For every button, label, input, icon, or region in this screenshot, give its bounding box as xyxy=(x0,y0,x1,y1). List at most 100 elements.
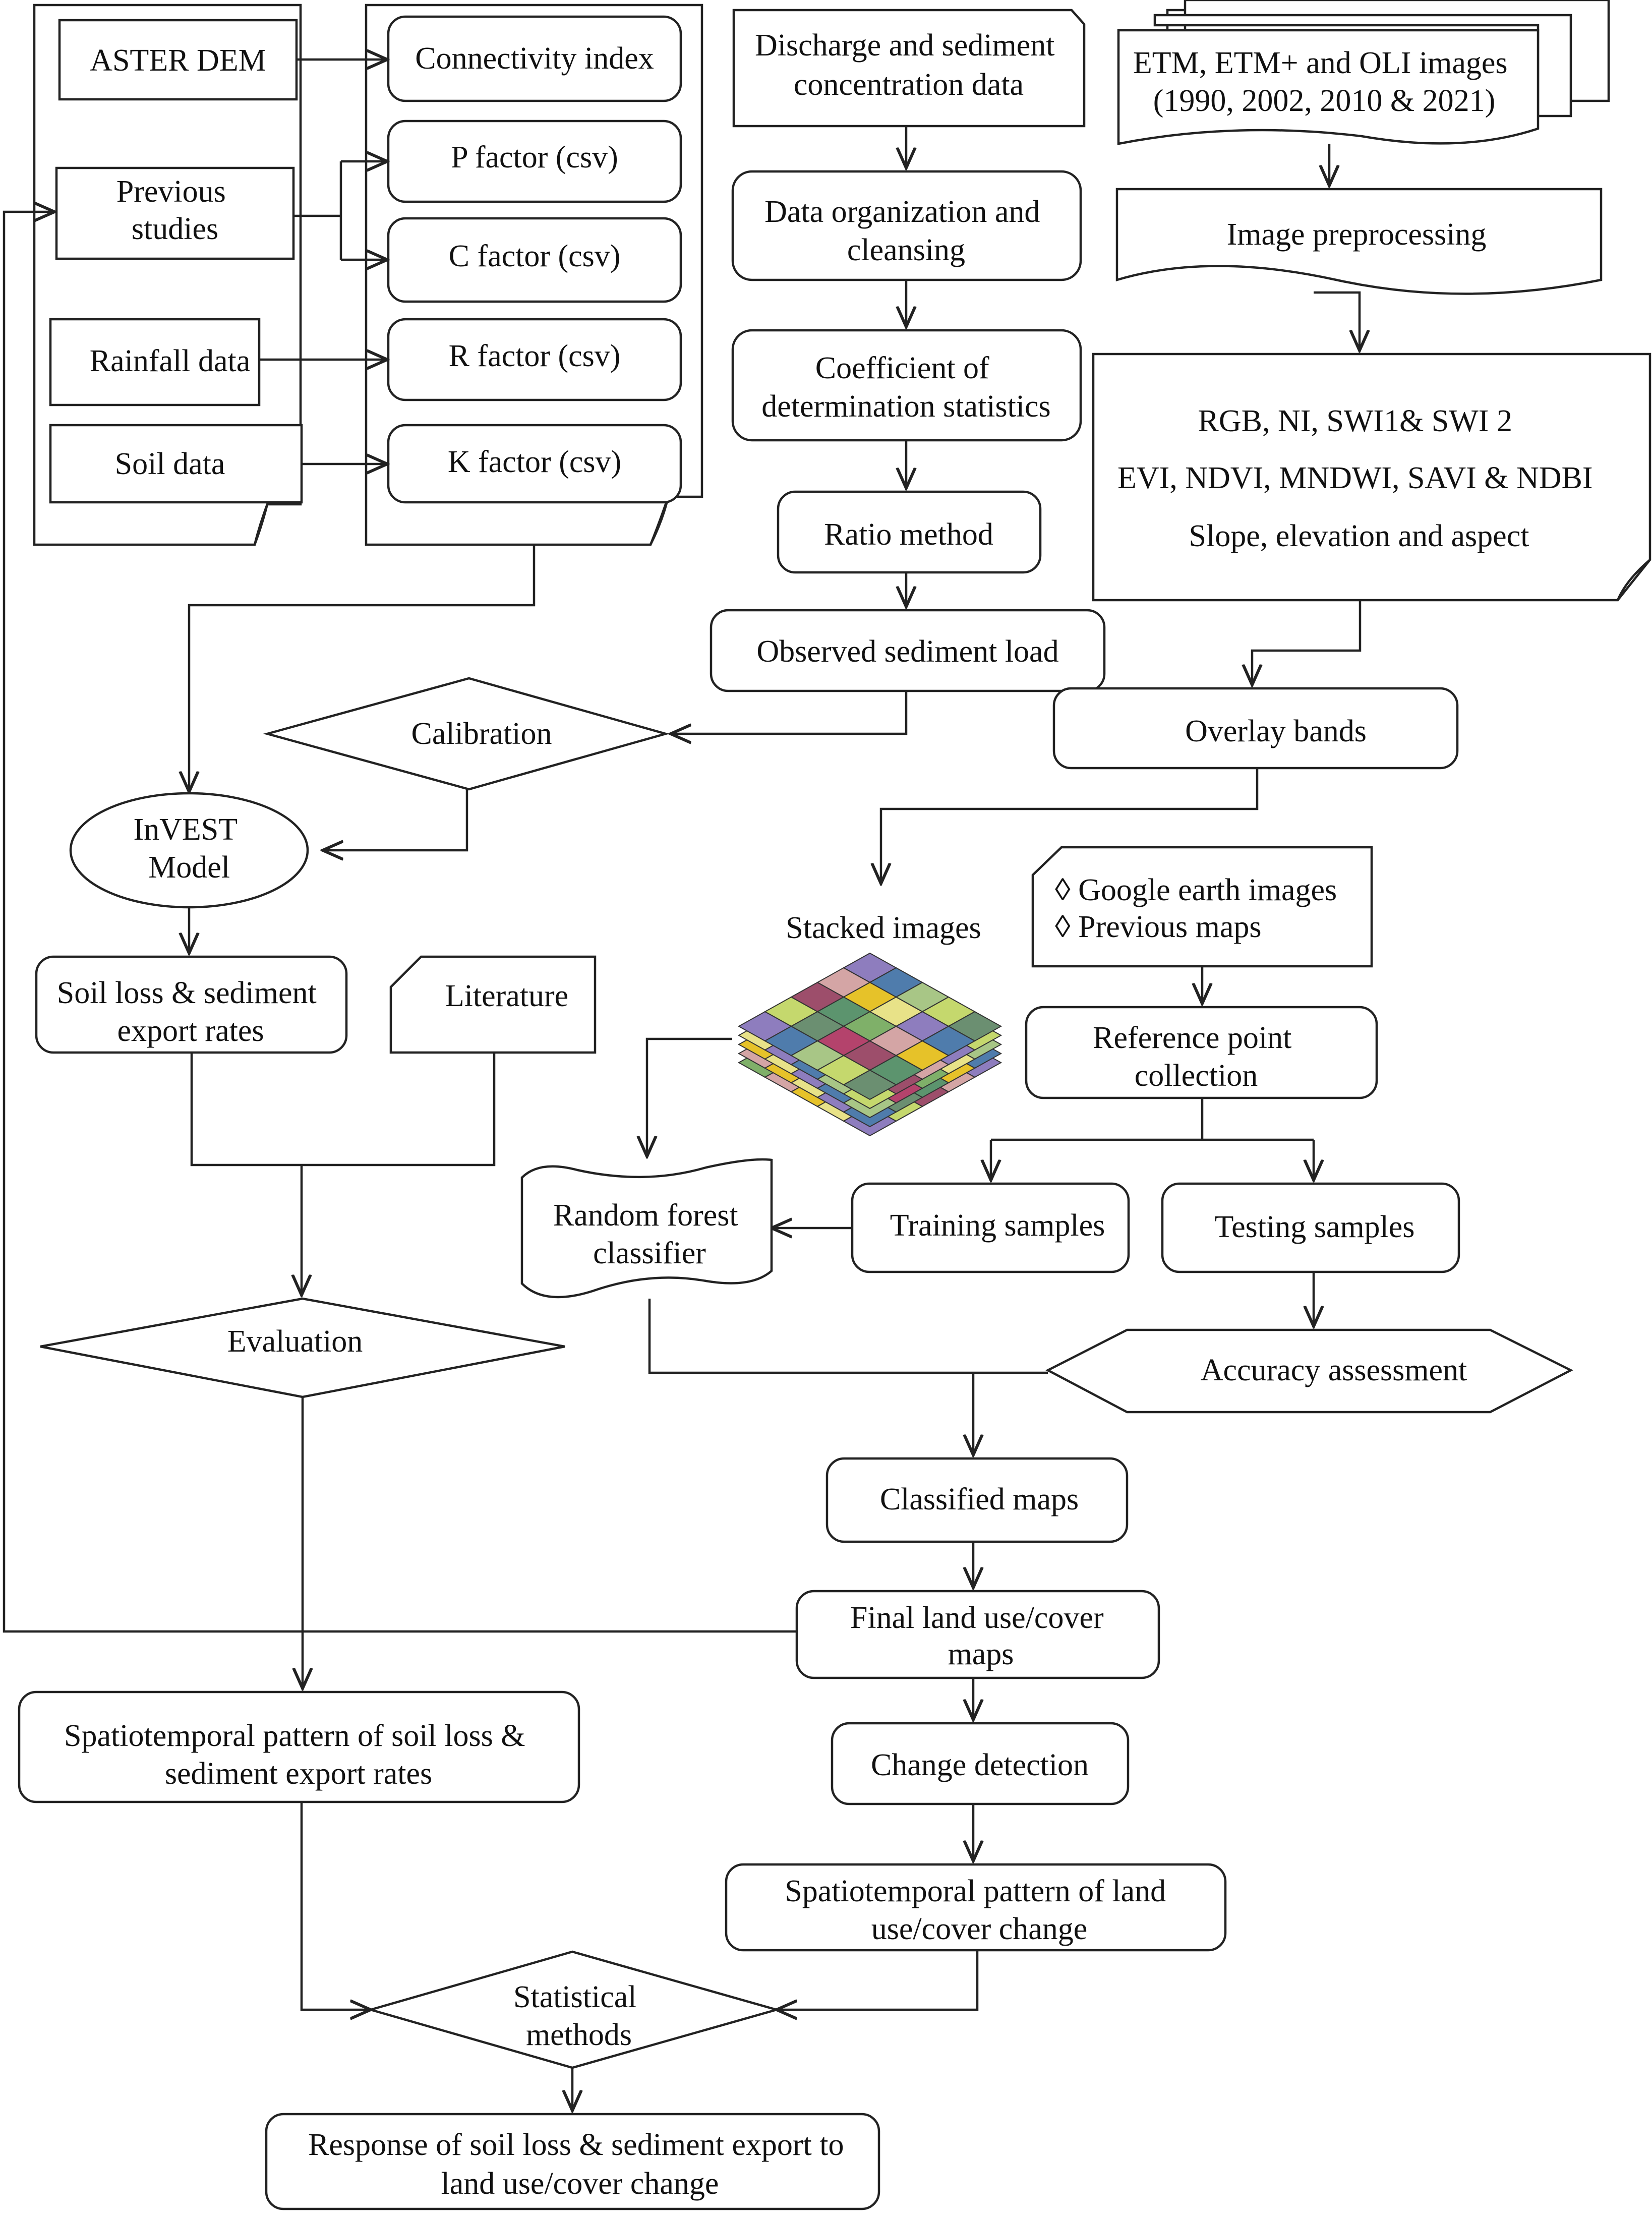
literature-label: Literature xyxy=(445,979,568,1013)
stacked-images-graphic xyxy=(737,952,1002,1137)
final-maps-box xyxy=(795,1590,1160,1679)
random-forest-line-1: Random forest xyxy=(553,1198,738,1233)
etm-images-line-1: ETM, ETM+ and OLI images xyxy=(1133,46,1508,80)
previous-studies-line-1: Previous xyxy=(116,174,226,209)
calibration-label: Calibration xyxy=(411,717,552,751)
overlay-bands-box xyxy=(1052,687,1459,770)
coefficient-line-1: Coefficient of xyxy=(815,351,989,385)
arrow-preprocessing-to-bands xyxy=(1314,291,1360,351)
response-box xyxy=(265,2113,880,2210)
random-forest-shape xyxy=(520,1158,773,1299)
data-organization-line-1: Data organization and xyxy=(764,195,1040,229)
response-line-2: land use/cover change xyxy=(441,2167,719,2201)
aster-dem-label: ASTER DEM xyxy=(90,43,266,78)
ratio-method-label: Ratio method xyxy=(824,517,993,552)
accuracy-assessment-hexagon xyxy=(1045,1328,1573,1414)
bands-document xyxy=(1092,353,1651,602)
k-factor-label: K factor (csv) xyxy=(448,445,621,479)
previous-studies-label: Previous studies xyxy=(116,174,234,246)
change-detection-box xyxy=(831,1722,1130,1805)
statistical-methods-label: Statistical methods xyxy=(513,1980,644,2052)
arrow-overlay-to-stacked xyxy=(881,768,1259,884)
stack-cell xyxy=(842,1069,898,1100)
soil-pattern-label: Spatiotemporal pattern of soil loss & se… xyxy=(64,1719,533,1791)
c-factor-label: C factor (csv) xyxy=(449,239,621,273)
aster-dem-box xyxy=(58,19,298,101)
statistical-methods-line-1: Statistical xyxy=(513,1980,637,2014)
line-reference-split xyxy=(991,1098,1314,1141)
accuracy-assessment-label: Accuracy assessment xyxy=(1201,1353,1467,1387)
etm-images-label: ETM, ETM+ and OLI images (1990, 2002, 20… xyxy=(1133,46,1515,118)
line-studies-branch xyxy=(293,161,342,260)
soil-data-label: Soil data xyxy=(115,447,225,481)
google-earth-line-1: ◊ Google earth images xyxy=(1055,873,1337,907)
stacked-images-label: Stacked images xyxy=(786,911,981,945)
soil-pattern-line-1: Spatiotemporal pattern of soil loss & xyxy=(64,1719,525,1753)
lulc-pattern-label: Spatiotemporal pattern of land use/cover… xyxy=(785,1874,1173,1946)
coefficient-line-2: determination statistics xyxy=(761,389,1050,424)
statistical-methods-line-2: methods xyxy=(526,2018,632,2052)
previous-studies-line-2: studies xyxy=(132,212,218,246)
p-factor-label: P factor (csv) xyxy=(451,140,618,174)
statistical-methods-diamond xyxy=(366,1950,781,2069)
soil-loss-rates-line-1: Soil loss & sediment xyxy=(57,976,317,1010)
arrow-calibration-to-invest xyxy=(323,789,468,850)
overlay-bands-label: Overlay bands xyxy=(1185,714,1367,748)
r-factor-label: R factor (csv) xyxy=(449,339,621,373)
reference-point-line-2: collection xyxy=(1135,1059,1258,1093)
bands-label: RGB, NI, SWI1& SWI 2 EVI, NDVI, MNDWI, S… xyxy=(1117,404,1601,553)
random-forest-label: Random forest classifier xyxy=(553,1198,746,1270)
image-preprocessing-shape xyxy=(1115,188,1603,295)
literature-card xyxy=(389,955,597,1054)
soil-pattern-line-2: sediment export rates xyxy=(165,1757,432,1791)
google-earth-label: ◊ Google earth images ◊ Previous maps xyxy=(1055,873,1345,944)
coefficient-box xyxy=(731,329,1082,442)
arrow-bands-to-overlay xyxy=(1252,600,1362,685)
lulc-pattern-line-1: Spatiotemporal pattern of land xyxy=(785,1874,1166,1908)
previous-studies-box xyxy=(55,166,295,260)
response-line-1: Response of soil loss & sediment export … xyxy=(308,2128,844,2162)
classified-maps-box xyxy=(825,1457,1129,1543)
discharge-data-line-1: Discharge and sediment xyxy=(755,28,1055,63)
lulc-pattern-line-1b: use/cover change xyxy=(871,1912,1088,1946)
testing-samples-label: Testing samples xyxy=(1215,1210,1415,1244)
arrow-factors-to-invest xyxy=(189,545,536,792)
arrow-soil-pattern-to-stats xyxy=(300,1802,371,2010)
reference-point-line-1: Reference point xyxy=(1093,1021,1291,1055)
soil-loss-rates-label: Soil loss & sediment export rates xyxy=(57,976,324,1048)
observed-load-box xyxy=(710,609,1106,692)
final-maps-label: Final land use/cover maps xyxy=(850,1601,1111,1671)
evaluation-label: Evaluation xyxy=(227,1324,363,1359)
image-preprocessing-label: Image preprocessing xyxy=(1227,217,1487,252)
bands-line-2: EVI, NDVI, MNDWI, SAVI & NDBI xyxy=(1117,461,1593,495)
bands-line-3: Slope, elevation and aspect xyxy=(1189,519,1529,553)
training-samples-label: Training samples xyxy=(890,1208,1105,1243)
evaluation-diamond xyxy=(40,1297,565,1398)
bands-line-1: RGB, NI, SWI1& SWI 2 xyxy=(1198,404,1512,438)
ratio-method-box xyxy=(777,490,1042,574)
line-evaluation-merge xyxy=(190,1053,496,1166)
calibration-diamond xyxy=(263,677,670,791)
input-data-document xyxy=(33,4,302,546)
invest-model-line-1: InVEST xyxy=(133,812,237,847)
coefficient-label: Coefficient of determination statistics xyxy=(761,351,1050,424)
discharge-data-line-2: concentration data xyxy=(794,68,1024,102)
arrow-stacked-to-random-forest xyxy=(647,1037,732,1156)
arrow-final-maps-feedback xyxy=(3,212,797,1633)
random-forest-line-2: classifier xyxy=(593,1236,706,1270)
response-label: Response of soil loss & sediment export … xyxy=(308,2128,852,2201)
rainfall-data-box xyxy=(49,318,261,406)
discharge-data-label: Discharge and sediment concentration dat… xyxy=(755,28,1063,102)
final-maps-line-1: Final land use/cover xyxy=(850,1601,1104,1635)
discharge-data-document xyxy=(732,9,1086,128)
invest-model-line-2: Model xyxy=(148,850,230,885)
soil-loss-rates-line-2: export rates xyxy=(117,1014,264,1048)
data-organization-line-2: cleansing xyxy=(847,233,965,267)
line-random-forest-to-accuracy xyxy=(648,1299,1048,1374)
rainfall-data-label: Rainfall data xyxy=(90,344,250,378)
invest-model-label: InVEST Model xyxy=(133,812,245,885)
arrow-lulc-pattern-to-stats xyxy=(777,1950,979,2010)
change-detection-label: Change detection xyxy=(871,1748,1089,1782)
connectivity-index-label: Connectivity index xyxy=(415,41,654,76)
